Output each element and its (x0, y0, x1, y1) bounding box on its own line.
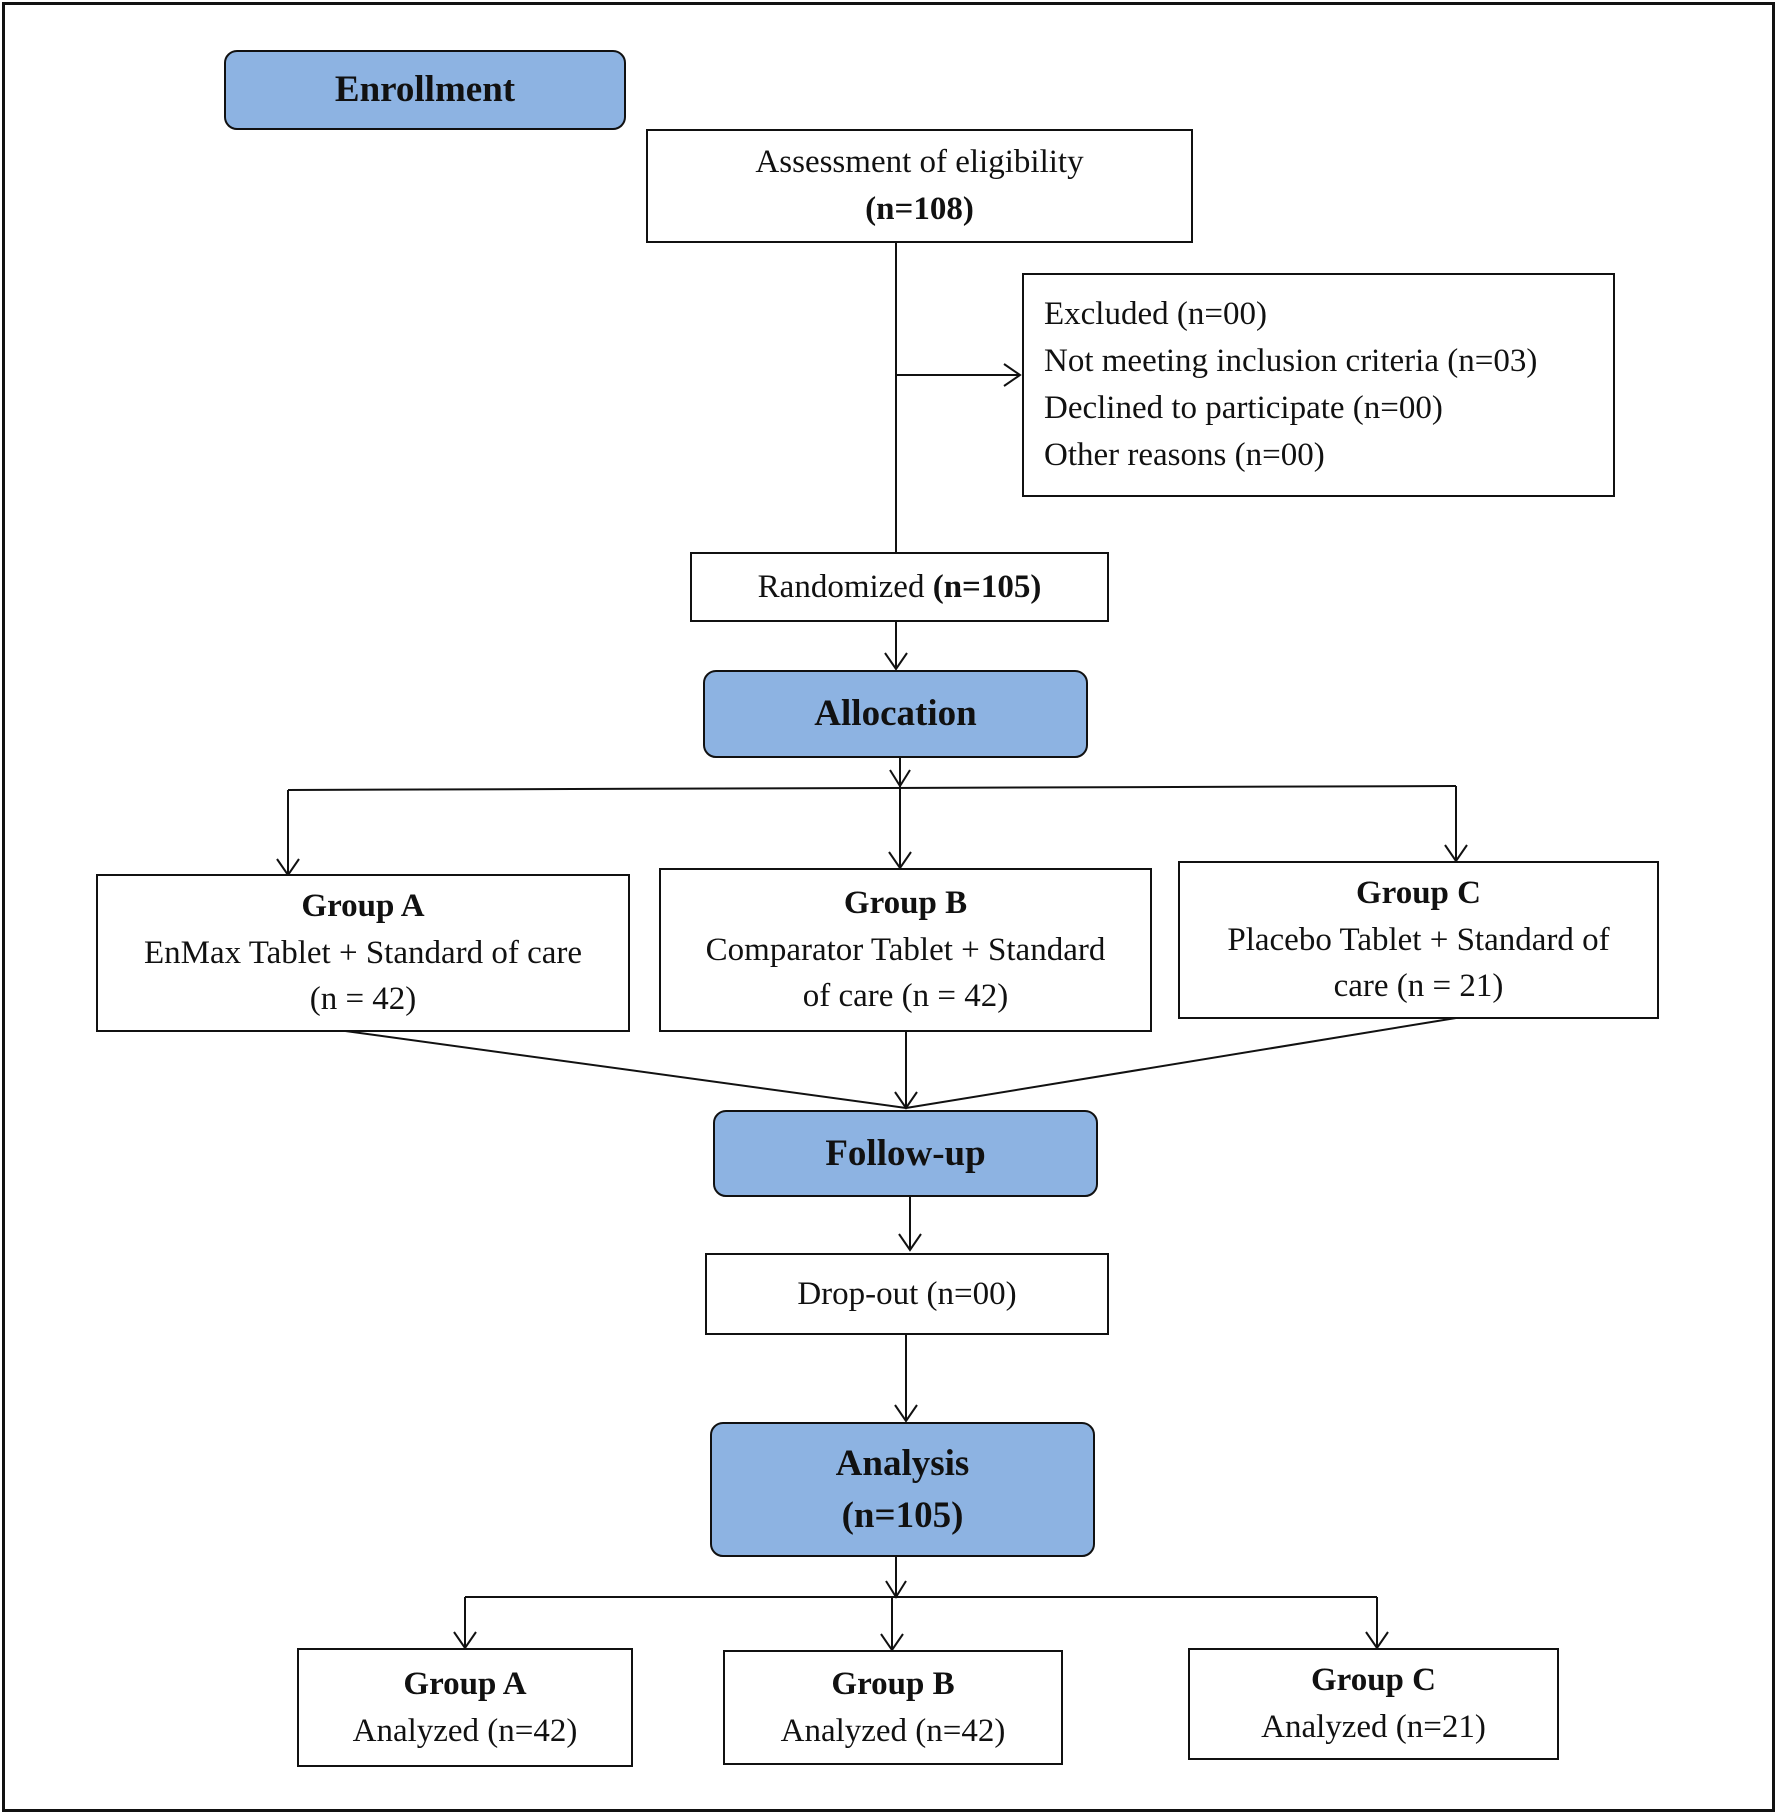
stage-followup-label: Follow-up (825, 1132, 986, 1174)
stage-enrollment-label: Enrollment (334, 69, 516, 111)
allocation-group-c-treatment: Placebo Tablet + Standard of (1227, 921, 1610, 958)
allocation-group-a-treatment: EnMax Tablet + Standard of care (143, 934, 583, 971)
stage-allocation-label: Allocation (814, 693, 977, 735)
randomized-box: Randomized (n=105) (690, 552, 1109, 622)
randomized-count: (n=105) (932, 568, 1042, 605)
excluded-box: Excluded (n=00) Not meeting inclusion cr… (1022, 273, 1615, 497)
allocation-group-c-name: Group C (1355, 874, 1481, 911)
stage-allocation: Allocation (703, 670, 1088, 758)
allocation-group-a: Group A EnMax Tablet + Standard of care … (96, 874, 630, 1032)
analyzed-group-a: Group A Analyzed (n=42) (297, 1648, 633, 1767)
arrow-head-allocation (884, 652, 908, 671)
analyzed-group-a-count: Analyzed (n=42) (352, 1712, 578, 1749)
analyzed-group-b: Group B Analyzed (n=42) (723, 1650, 1063, 1765)
eligibility-box: Assessment of eligibility (n=108) (646, 129, 1193, 243)
eligibility-label: Assessment of eligibility (755, 144, 1084, 181)
excluded-line-4: Other reasons (n=00) (1044, 436, 1325, 473)
analyzed-group-b-count: Analyzed (n=42) (780, 1712, 1006, 1749)
allocation-group-b-name: Group B (843, 884, 968, 921)
arrow-head-excluded (1003, 363, 1022, 387)
excluded-line-2: Not meeting inclusion criteria (n=03) (1044, 343, 1538, 380)
stage-analysis: Analysis (n=105) (710, 1422, 1095, 1557)
stage-followup: Follow-up (713, 1110, 1098, 1197)
connector-group-a-followup (337, 1029, 907, 1109)
arrow-head-dropout (898, 1233, 922, 1252)
analyzed-group-a-name: Group A (403, 1665, 527, 1702)
stage-enrollment: Enrollment (224, 50, 626, 130)
analyzed-group-c: Group C Analyzed (n=21) (1188, 1648, 1559, 1760)
dropout-label: Drop-out (n=00) (797, 1275, 1017, 1312)
allocation-group-b-count: of care (n = 42) (802, 978, 1009, 1015)
allocation-group-c-count: care (n = 21) (1333, 968, 1504, 1005)
dropout-box: Drop-out (n=00) (705, 1253, 1109, 1335)
excluded-line-3: Declined to participate (n=00) (1044, 390, 1443, 426)
stage-analysis-count: (n=105) (841, 1494, 964, 1536)
connector-group-c-followup (905, 1017, 1457, 1109)
analyzed-group-c-name: Group C (1310, 1662, 1436, 1699)
eligibility-count: (n=108) (865, 191, 974, 227)
allocation-group-b: Group B Comparator Tablet + Standard of … (659, 868, 1152, 1032)
analyzed-group-b-name: Group B (831, 1665, 955, 1702)
connector-split-horizontal (287, 785, 1457, 791)
analyzed-group-c-count: Analyzed (n=21) (1261, 1709, 1486, 1745)
stage-analysis-label: Analysis (835, 1443, 970, 1485)
allocation-group-b-treatment: Comparator Tablet + Standard (705, 931, 1106, 968)
allocation-group-a-name: Group A (301, 887, 425, 924)
allocation-group-c: Group C Placebo Tablet + Standard of car… (1178, 861, 1659, 1019)
allocation-group-a-count: (n = 42) (309, 981, 417, 1018)
arrow-head-followup (894, 1091, 918, 1110)
excluded-line-1: Excluded (n=00) (1044, 296, 1267, 333)
arrow-head-analysis (894, 1404, 918, 1423)
randomized-label: Randomized (757, 568, 933, 605)
